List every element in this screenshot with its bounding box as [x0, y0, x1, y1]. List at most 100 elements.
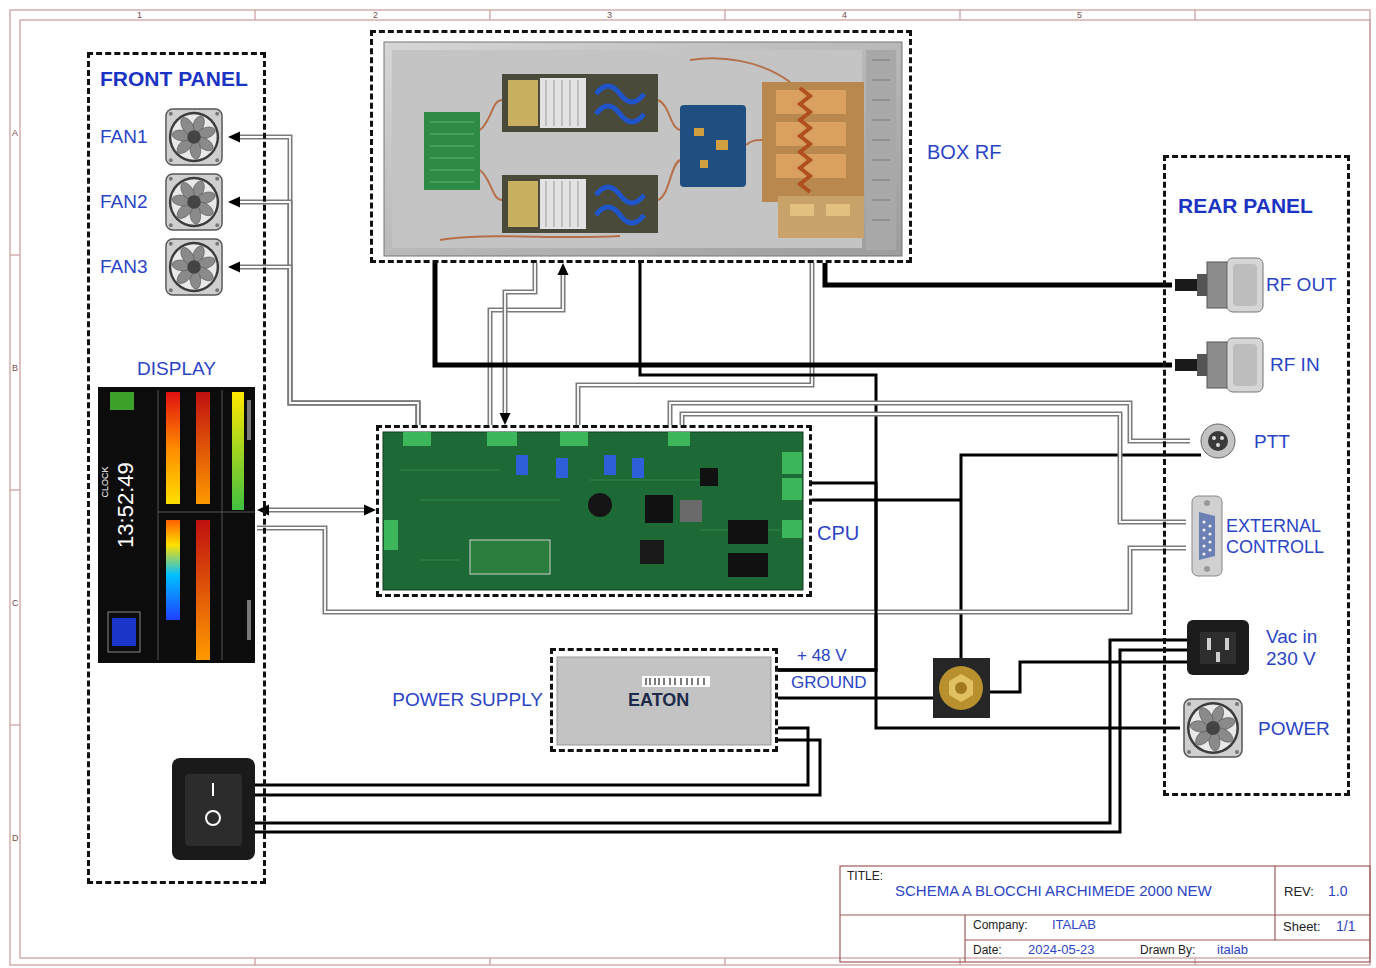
schematic-sheet: [98, 387, 255, 663]
schematic-sheet: [10, 254, 20, 255]
schematic-sheet: [196, 520, 210, 660]
arrow-head: [364, 505, 376, 516]
schematic-sheet: [554, 181, 555, 227]
schematic-sheet: [420, 500, 560, 501]
schematic-sheet: [560, 432, 588, 446]
schematic-sheet: [206, 811, 220, 825]
mains-inlet: Vac in 230 V: [1180, 615, 1345, 680]
schematic-sheet: [172, 758, 255, 860]
wire-pair: [490, 275, 563, 425]
schematic-sheet: [690, 58, 790, 82]
schematic-sheet: [663, 678, 664, 685]
schematic-sheet: [540, 179, 586, 229]
schematic-sheet: [158, 390, 159, 660]
schematic-sheet: [255, 455, 1201, 832]
schematic-sheet: [516, 455, 644, 478]
schematic-sheet: [1202, 520, 1211, 555]
schematic-sheet: [694, 128, 704, 136]
schematic-sheet: [658, 160, 680, 200]
schematic-sheet: [172, 758, 255, 860]
schematic-sheet: [98, 387, 255, 663]
schematic-sheet: [166, 174, 222, 230]
title-field: Sheet:: [1283, 920, 1321, 934]
signal-connector: [682, 414, 1186, 522]
schematic-sheet: [724, 958, 725, 965]
schematic-sheet: [1175, 338, 1263, 392]
schematic-sheet: [166, 392, 180, 504]
signal-connector: [228, 262, 418, 426]
schematic-sheet: [430, 134, 474, 135]
block-label: CPU: [817, 522, 859, 545]
schematic-sheet: [1201, 424, 1235, 458]
schematic-sheet: [645, 678, 646, 685]
signal-connector: [257, 505, 376, 516]
schematic-sheet: [1202, 528, 1205, 531]
fan-label: FAN1: [100, 126, 148, 148]
signal-connector: [778, 670, 1180, 728]
schematic-sheet: [1199, 512, 1215, 560]
wire-core: [257, 528, 1186, 612]
schematic-sheet: [430, 182, 474, 183]
schematic-sheet: [872, 220, 890, 221]
schematic-sheet: [556, 458, 568, 478]
schematic-sheet: [691, 678, 692, 685]
schematic-sheet: [546, 181, 547, 227]
fan-label: FAN2: [100, 191, 148, 213]
schematic-sheet: [247, 400, 251, 440]
schematic-sheet: [596, 106, 644, 122]
schematic-sheet: [826, 204, 850, 216]
brand-logo: EATON: [628, 691, 689, 711]
schematic-sheet: [840, 866, 1370, 962]
sheet-title: SCHEMA A BLOCCHI ARCHIMEDE 2000 NEW: [895, 883, 1212, 900]
coax-cable: [435, 263, 1172, 365]
schematic-sheet: [212, 783, 214, 796]
arrow-head: [257, 505, 269, 516]
connector-label: RF IN: [1270, 354, 1320, 376]
ptt-connector: PTT: [1190, 422, 1345, 462]
wire-core: [240, 202, 418, 425]
schematic-sheet: [939, 666, 983, 710]
schematic-sheet: [570, 181, 571, 227]
wire-core: [240, 137, 418, 425]
grid-letter: A: [12, 129, 18, 139]
schematic-sheet: [1233, 344, 1257, 386]
block-label: POWER SUPPLY: [392, 689, 543, 711]
fan-label: FAN3: [100, 256, 148, 278]
schematic-sheet: [778, 697, 933, 700]
schematic-sheet: [933, 658, 990, 718]
schematic-sheet: [110, 392, 134, 410]
schematic-sheet: [1204, 500, 1210, 506]
title-field: Date:: [973, 944, 1002, 957]
schematic-sheet: [872, 60, 890, 61]
wire-pair: [670, 403, 1190, 441]
schematic-sheet: [1207, 638, 1211, 650]
wire-core: [505, 263, 535, 413]
schematic-sheet: [383, 432, 803, 590]
schematic-sheet: [480, 170, 502, 200]
wire-pair: [269, 508, 364, 513]
schematic-sheet: [1207, 342, 1227, 388]
wire-core: [670, 403, 1190, 441]
title-value: italab: [1217, 943, 1248, 957]
schematic-sheet: [430, 158, 474, 159]
schematic-sheet: [700, 160, 708, 168]
signal-connector: [435, 263, 1172, 365]
schematic-sheet: [196, 392, 210, 504]
schematic-sheet: [570, 80, 571, 126]
schematic-sheet: [557, 657, 771, 745]
schematic-sheet: [1208, 524, 1211, 527]
schematic-sheet: [20, 20, 1370, 958]
wire-pair: [505, 263, 535, 413]
schematic-sheet: [1202, 552, 1205, 555]
schematic-sheet: [108, 612, 140, 652]
schematic-sheet: [1216, 443, 1220, 447]
schematic-sheet: [872, 100, 890, 101]
schematic-sheet: [384, 42, 902, 256]
schematic-sheet: [1220, 436, 1224, 440]
schematic-sheet: [658, 678, 659, 685]
signal-connector: [640, 263, 876, 670]
schematic-sheet: [840, 866, 1370, 962]
panel-heading: FRONT PANEL: [100, 67, 248, 91]
schematic-sheet: [166, 239, 222, 295]
schematic-sheet: [1175, 359, 1197, 371]
